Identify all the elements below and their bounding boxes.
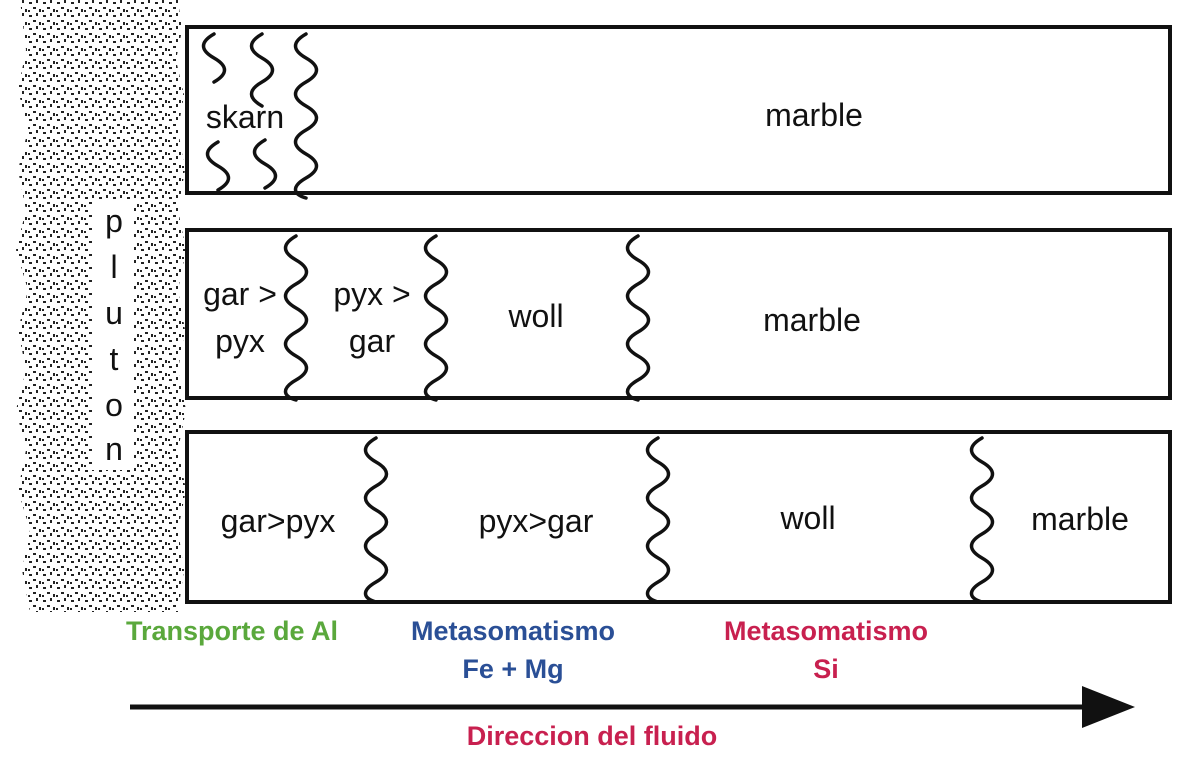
- legend-al-transport: Transporte de Al: [126, 616, 338, 646]
- row-2-zone-4-label: marble: [763, 302, 861, 338]
- row-1-front-1: [201, 32, 231, 192]
- pluton-letter-o: o: [105, 387, 123, 423]
- pluton-letter-t: t: [110, 341, 119, 377]
- row-3-front-1: [363, 436, 389, 604]
- pluton-letter-n: n: [105, 431, 123, 467]
- pluton-body: [0, 0, 186, 612]
- row-2-zone-1-line-1: gar >: [203, 276, 277, 312]
- row-2: gar > pyx pyx > gar woll marble: [185, 228, 1172, 402]
- row-3-box: [185, 430, 1172, 604]
- row-2-zone-3-label: woll: [507, 298, 563, 334]
- row-1-front-2: [249, 32, 278, 190]
- legend-si-line-2: Si: [813, 654, 839, 684]
- row-2-zone-2-line-1: pyx >: [333, 276, 410, 312]
- row-2-zone-2-line-2: gar: [349, 323, 396, 359]
- pluton-letter-u: u: [105, 295, 123, 331]
- row-1: skarn marble: [185, 25, 1172, 200]
- row-2-front-1: [283, 234, 309, 402]
- flow-direction-label: Direccion del fluido: [467, 721, 718, 751]
- row-3-zone-3-label: woll: [779, 500, 835, 536]
- pluton-label: p l u t o n: [105, 203, 123, 467]
- row-3-zone-2-label: pyx>gar: [479, 503, 594, 539]
- row-3-front-2: [645, 436, 671, 604]
- row-3: gar>pyx pyx>gar woll marble: [185, 430, 1172, 604]
- row-3-zone-4-label: marble: [1031, 501, 1129, 537]
- legend-si-line-1: Metasomatismo: [724, 616, 928, 646]
- row-3-zone-1-label: gar>pyx: [221, 503, 336, 539]
- pluton-label-backdrop: [92, 200, 134, 470]
- arrow-head-icon: [1082, 686, 1135, 728]
- row-1-front-3: [293, 32, 319, 200]
- row-2-front-2: [423, 234, 449, 402]
- pluton-letter-l: l: [110, 249, 117, 285]
- pluton-letter-p: p: [105, 203, 123, 239]
- row-2-zone-1-line-2: pyx: [215, 323, 265, 359]
- row-1-box: [185, 25, 1172, 195]
- row-2-box: [185, 228, 1172, 400]
- row-1-marble-label: marble: [765, 97, 863, 133]
- legend-femg-line-1: Metasomatismo: [411, 616, 615, 646]
- row-1-skarn-label: skarn: [206, 99, 284, 135]
- row-3-front-3: [969, 436, 995, 604]
- legend-femg-line-2: Fe + Mg: [462, 654, 563, 684]
- flow-arrow: [130, 686, 1135, 728]
- row-2-front-3: [625, 234, 651, 402]
